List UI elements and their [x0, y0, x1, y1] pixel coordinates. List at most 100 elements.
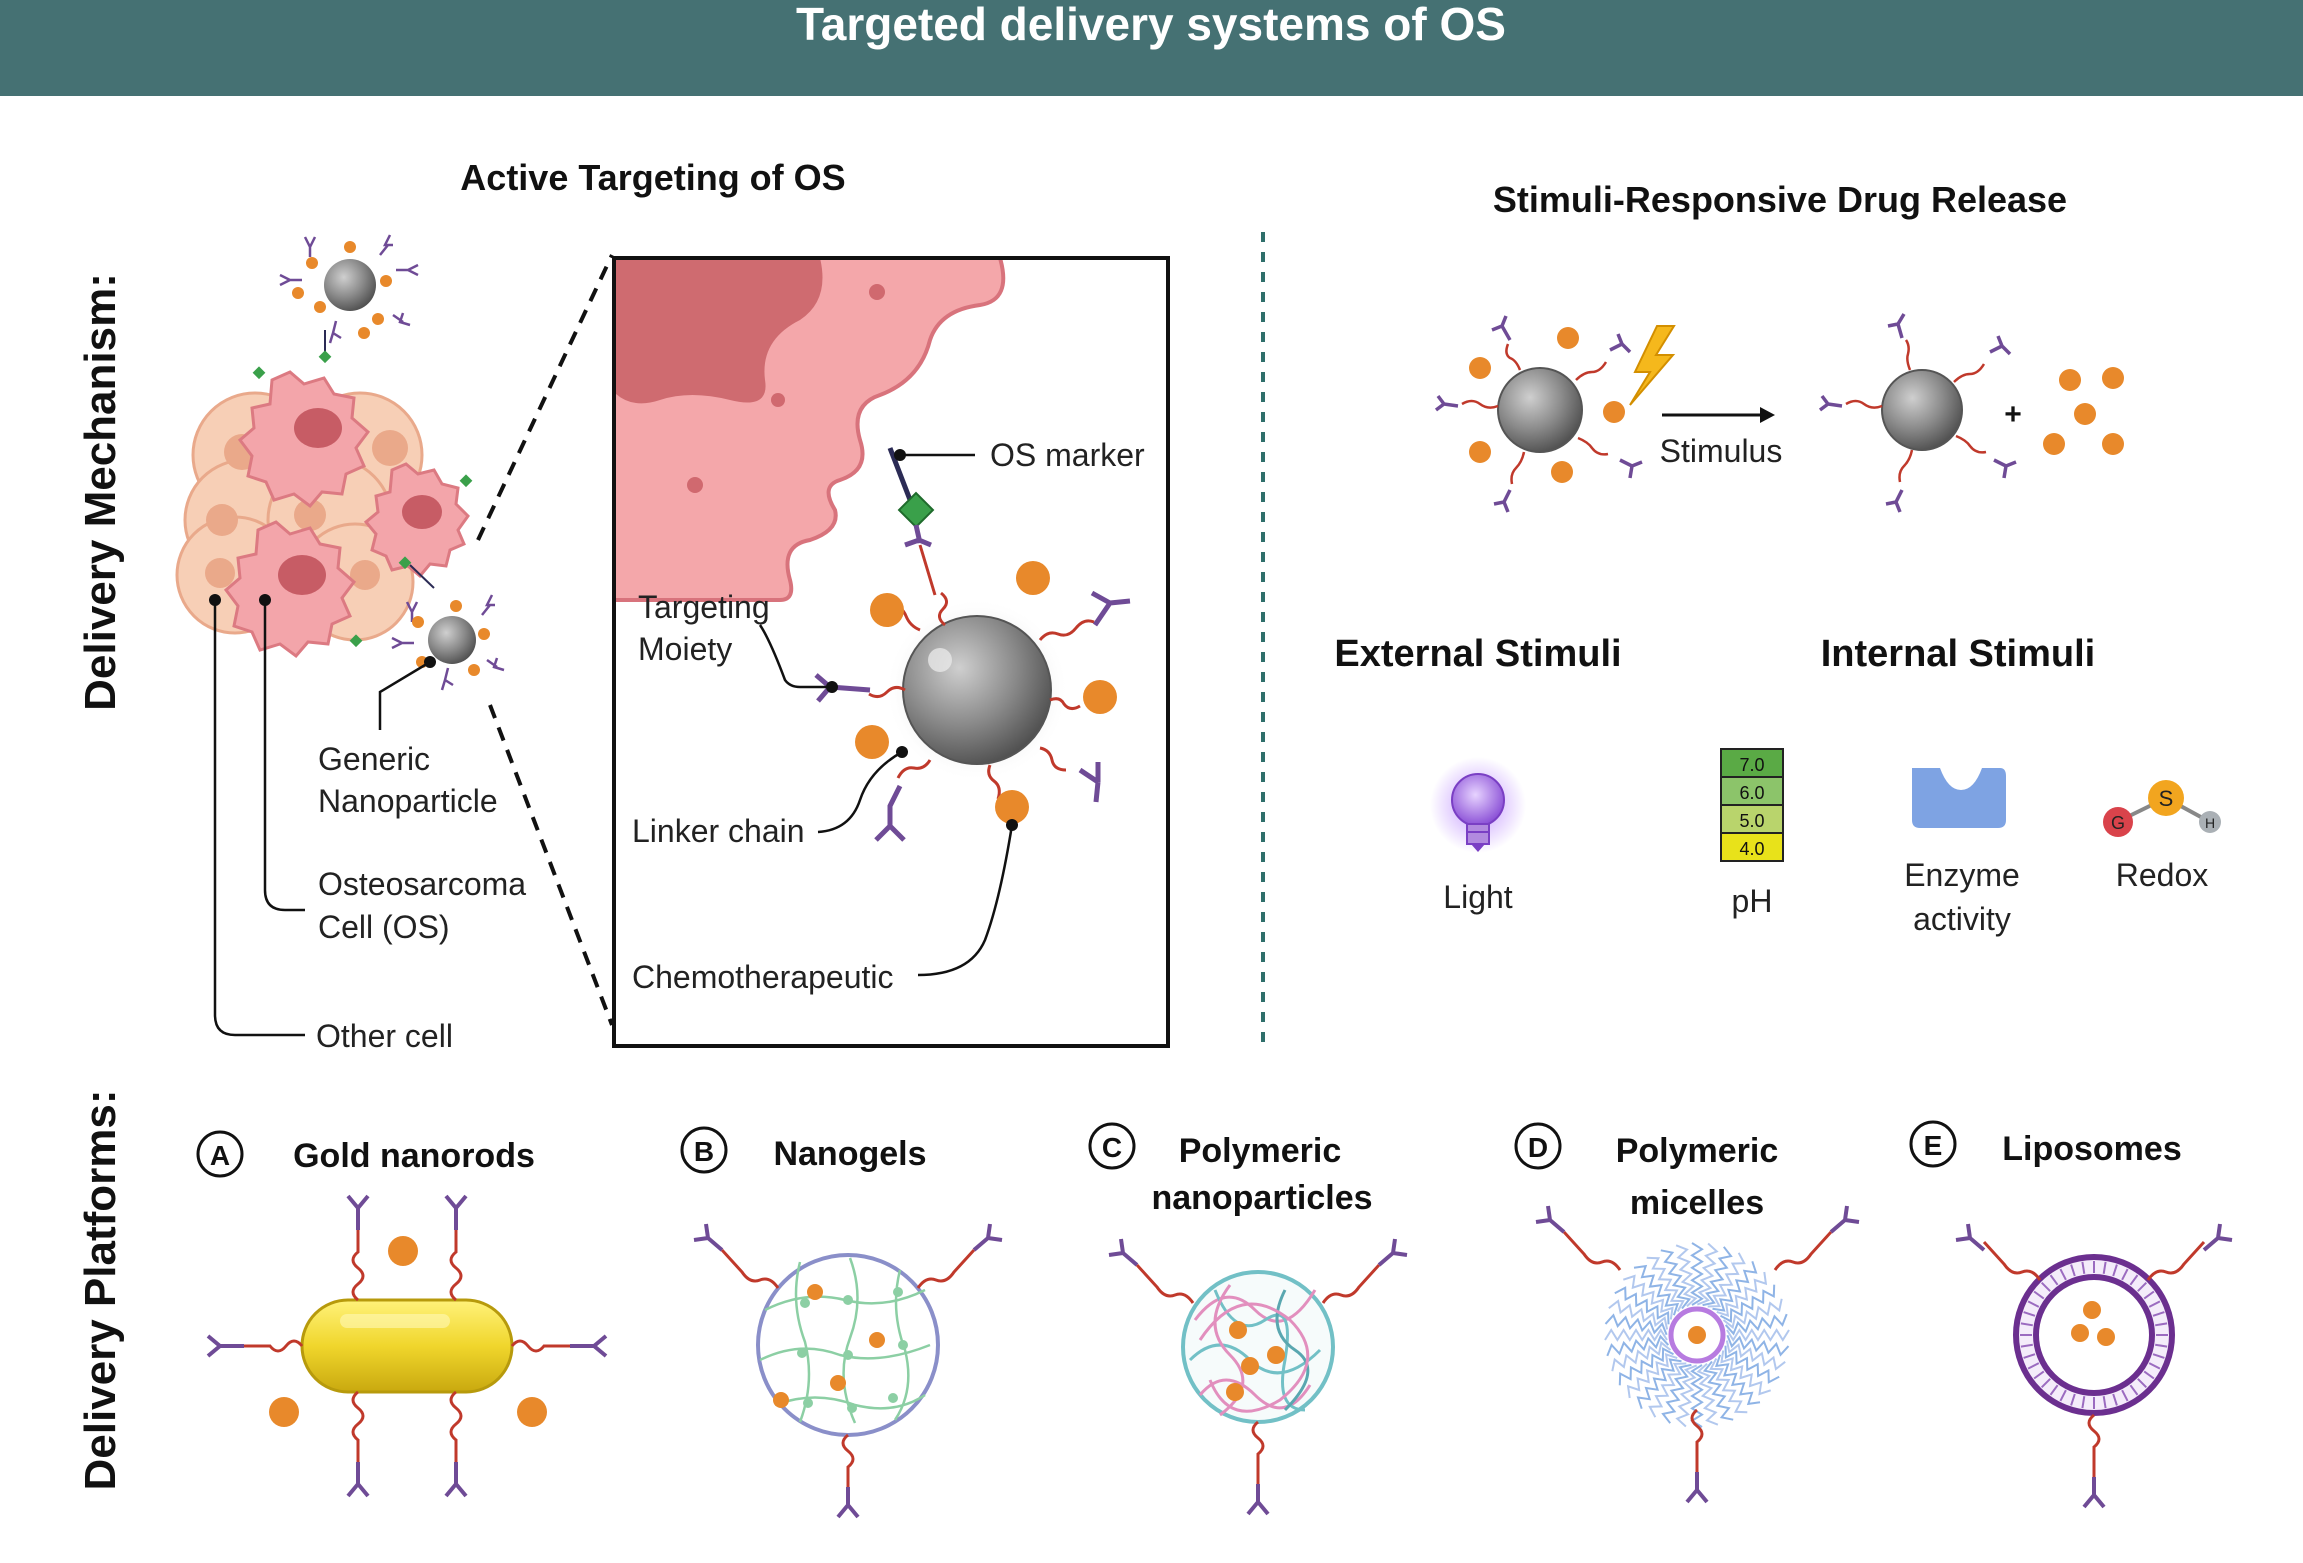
stimulus-label: Stimulus — [1660, 433, 1783, 469]
organelle-dot — [687, 477, 703, 493]
label-os-cell-2: Cell (OS) — [318, 909, 450, 945]
lipid-tail — [2027, 1362, 2040, 1370]
stimuli-title: Stimuli-Responsive Drug Release — [1493, 179, 2067, 220]
lipid-tail — [2049, 1274, 2059, 1286]
platform-letter: B — [694, 1136, 714, 1167]
label-chemo: Chemotherapeutic — [632, 959, 893, 995]
micelle-tail — [1720, 1350, 1772, 1396]
gold-nanorod — [300, 1298, 514, 1394]
label-os-cell-1: Osteosarcoma — [318, 866, 526, 902]
lipid-tail — [2121, 1268, 2129, 1281]
ph-value: 6.0 — [1739, 783, 1764, 803]
light-label: Light — [1443, 879, 1513, 915]
zoom-line-bottom — [488, 704, 614, 1026]
os-cell-nucleus — [278, 555, 326, 595]
lightning-icon — [1629, 325, 1676, 406]
nanoparticle-empty — [1818, 313, 2017, 513]
ph-value: 7.0 — [1739, 755, 1764, 775]
micelle-tail — [1618, 1347, 1674, 1386]
enzyme-label-2: activity — [1913, 901, 2011, 937]
micelle-tail — [1724, 1345, 1780, 1384]
micelle-tails — [1604, 1242, 1790, 1428]
cell-nucleus — [372, 430, 408, 466]
micelle-tail — [1696, 1362, 1719, 1426]
platform-letter-circle — [1514, 1122, 1562, 1170]
callout-targeting — [758, 624, 832, 689]
lipid-tail — [2049, 1384, 2059, 1396]
plus-sign: + — [2004, 398, 2022, 431]
micelle-tail — [1709, 1358, 1748, 1414]
lipid-tail — [2137, 1281, 2148, 1292]
side-label-platforms: Delivery Platforms: — [76, 1089, 125, 1490]
label-targeting-2: Moiety — [638, 631, 732, 667]
lipid-tail — [2020, 1343, 2033, 1348]
os-marker-small — [252, 366, 266, 380]
micelle-tail — [1726, 1334, 1790, 1357]
enzyme-icon — [1912, 768, 2006, 828]
os-marker-small — [398, 556, 412, 570]
micelle-tail — [1622, 1274, 1674, 1320]
platform-letter: A — [210, 1140, 230, 1171]
micelle-tail — [1648, 1362, 1687, 1418]
callout-lines — [213, 600, 431, 1037]
released-drug — [2043, 367, 2124, 455]
arrowhead-icon — [1760, 407, 1775, 423]
ph-value: 4.0 — [1739, 839, 1764, 859]
platform-letter: D — [1528, 1132, 1548, 1163]
lipid-tail — [2033, 1370, 2045, 1380]
label-linker: Linker chain — [632, 813, 805, 849]
redox-atom-g: G — [2111, 813, 2125, 833]
side-label-mechanism: Delivery Mechanism: — [76, 273, 125, 711]
linkers — [868, 591, 1095, 800]
platform-letter-circle — [1088, 1122, 1136, 1170]
lipid-tail — [2129, 1274, 2139, 1286]
micelle-tail — [1636, 1358, 1682, 1410]
lipid-tail — [2040, 1281, 2051, 1292]
lipid-tail — [2040, 1378, 2051, 1389]
os-cell-nucleus — [294, 408, 342, 448]
micelle-tail — [1690, 1242, 1704, 1306]
micelle-tail — [1722, 1298, 1783, 1330]
lipid-tail — [2081, 1261, 2086, 1274]
micelle-tail — [1611, 1340, 1672, 1372]
platform-a: A Gold nanorods — [196, 1130, 608, 1498]
lipid-tail — [2070, 1264, 2076, 1277]
header-bar — [0, 0, 2303, 96]
micelle-tail — [1712, 1260, 1758, 1312]
micelle-tail — [1724, 1313, 1788, 1336]
lipid-tail — [2129, 1384, 2139, 1396]
nanoparticle-core-large — [902, 615, 1052, 765]
callout-dot — [894, 449, 906, 461]
platform-letter-circle — [1909, 1120, 1957, 1168]
lipid-tail — [2152, 1311, 2165, 1317]
lipid-tail — [2059, 1389, 2067, 1402]
platform-title-2: micelles — [1630, 1184, 1764, 1222]
platform-c: C Polymeric nanoparticles — [1088, 1122, 1408, 1516]
platform-title-2: nanoparticles — [1151, 1179, 1372, 1217]
micelle-tail — [1661, 1363, 1692, 1424]
micelle-tail — [1716, 1271, 1768, 1318]
platform-b: B Nanogels — [680, 1126, 1003, 1519]
label-os-marker: OS marker — [990, 437, 1145, 473]
micelle-core-ring — [1668, 1306, 1726, 1364]
cell-nucleus — [294, 499, 326, 531]
platform-d: D Polymeric micelles — [1514, 1122, 1860, 1504]
lipid-tail — [2033, 1290, 2045, 1300]
platform-title: Nanogels — [773, 1135, 926, 1173]
os-marker-small — [318, 350, 332, 364]
lightbulb-icon — [1430, 757, 1526, 853]
micelle-tail — [1702, 1246, 1733, 1307]
micelle-tail — [1606, 1334, 1670, 1357]
bound-linker — [918, 544, 937, 596]
micelle-tail — [1725, 1340, 1786, 1371]
micelle-tail — [1714, 1354, 1761, 1406]
redox-label: Redox — [2116, 857, 2209, 893]
micelle-tail — [1726, 1328, 1790, 1342]
micelle-tail — [1707, 1252, 1746, 1308]
platform-letter-circle — [196, 1130, 244, 1178]
lipid-tail — [2148, 1362, 2161, 1370]
lipid-tail — [2027, 1300, 2040, 1308]
lipid-bilayer — [2020, 1261, 2168, 1409]
drug-molecules — [855, 561, 1117, 824]
